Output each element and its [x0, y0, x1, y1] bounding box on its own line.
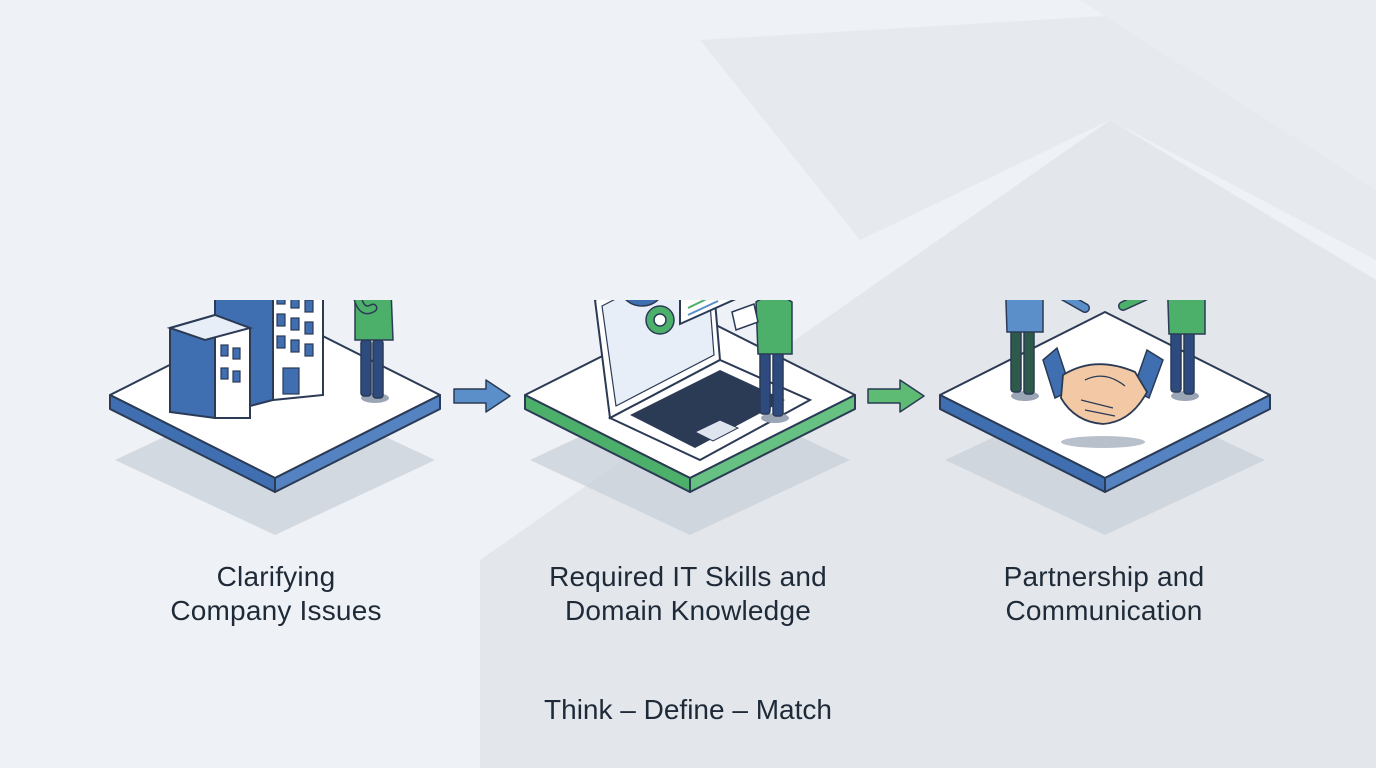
step-2-label-line1: Required IT Skills and — [549, 561, 827, 592]
step-3-illustration — [939, 300, 1271, 535]
step-1-illustration: ? — [109, 300, 441, 535]
gear-icon — [645, 305, 675, 335]
gear-icon — [625, 300, 659, 307]
step-3-caption: Partnership and Communication — [924, 560, 1284, 628]
arrow-1 — [453, 379, 511, 413]
step-3-label-line2: Communication — [1005, 595, 1203, 626]
right-arrow-icon — [867, 379, 925, 413]
person-right-icon — [1118, 300, 1206, 401]
arrow-2 — [867, 379, 925, 413]
person-left-icon — [1005, 300, 1090, 401]
right-arrow-icon — [453, 379, 511, 413]
step-1-label-line1: Clarifying — [216, 561, 336, 592]
tagline: Think – Define – Match — [544, 694, 832, 725]
step-1-label-line2: Company Issues — [170, 595, 382, 626]
person-with-tablet-icon — [731, 300, 793, 423]
thinking-person-icon — [353, 300, 394, 403]
building-icon — [166, 300, 324, 420]
step-1-caption: Clarifying Company Issues — [96, 560, 456, 628]
code-window-icon: </> — [679, 300, 736, 326]
handshake-icon — [1042, 346, 1164, 448]
step-3-label-line1: Partnership and — [1003, 561, 1205, 592]
step-2-label-line2: Domain Knowledge — [564, 595, 811, 626]
step-2-illustration: </> — [524, 300, 856, 535]
step-2-caption: Required IT Skills and Domain Knowledge — [508, 560, 868, 628]
